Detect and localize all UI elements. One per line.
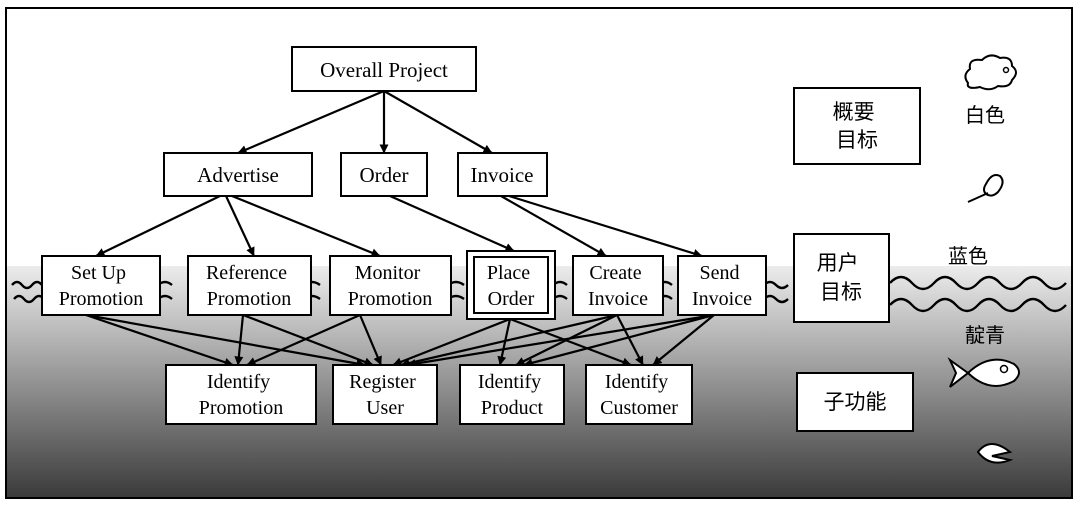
node-label: Identify Promotion bbox=[199, 371, 283, 419]
edge-reference-to-idpromo bbox=[234, 314, 245, 366]
node-order: Order bbox=[340, 152, 428, 197]
kite-icon bbox=[967, 174, 1004, 203]
edge-advertise-to-monitor bbox=[231, 194, 381, 258]
node-label: Order bbox=[360, 163, 409, 187]
edge-overall-to-advertise bbox=[237, 89, 385, 155]
node-box bbox=[677, 255, 767, 316]
legend-box bbox=[793, 87, 921, 165]
wave-line bbox=[889, 297, 1067, 313]
edge-advertise-to-setup bbox=[95, 195, 221, 257]
node-box bbox=[332, 364, 438, 425]
node-advertise: Advertise bbox=[163, 152, 313, 197]
node-box bbox=[457, 152, 548, 197]
edge-overall-to-invoice bbox=[383, 90, 493, 154]
node-box bbox=[329, 255, 452, 316]
node-box-inner bbox=[473, 256, 549, 314]
edge-invoice-to-send bbox=[508, 194, 703, 258]
level-label-white: 白色 bbox=[965, 103, 1005, 127]
edge-send-to-idcustomer bbox=[652, 314, 715, 366]
node-label: Advertise bbox=[197, 163, 279, 187]
diagram-frame bbox=[5, 7, 1073, 499]
edge-invoice-to-create bbox=[500, 195, 607, 257]
node-identify-product: Identify Product bbox=[459, 364, 565, 425]
node-overall-project: Overall Project bbox=[291, 46, 477, 92]
node-box bbox=[572, 255, 664, 316]
legend-box bbox=[796, 372, 914, 432]
legend-subfunction: 子功能 bbox=[796, 372, 914, 432]
wave-line bbox=[763, 280, 789, 304]
node-box bbox=[187, 255, 312, 316]
edge-setup-to-idpromo bbox=[85, 313, 234, 367]
node-reference-promotion: Reference Promotion bbox=[187, 255, 312, 316]
edge-monitor-to-idpromo bbox=[246, 313, 361, 367]
node-label: Send Invoice bbox=[692, 262, 752, 310]
node-box bbox=[165, 364, 317, 425]
wave-line bbox=[11, 280, 45, 304]
edge-create-to-register bbox=[400, 313, 618, 368]
edge-setup-to-register bbox=[85, 313, 366, 368]
edge-monitor-to-register bbox=[358, 314, 383, 366]
node-box bbox=[41, 255, 161, 316]
node-identify-promotion: Identify Promotion bbox=[165, 364, 317, 425]
clam-icon bbox=[976, 443, 1014, 464]
edge-send-to-register bbox=[406, 313, 715, 369]
node-create-invoice: Create Invoice bbox=[572, 255, 664, 316]
node-identify-customer: Identify Customer bbox=[585, 364, 693, 425]
legend-label: 子功能 bbox=[824, 390, 887, 414]
node-box bbox=[291, 46, 477, 92]
node-box bbox=[340, 152, 428, 197]
node-monitor-promotion: Monitor Promotion bbox=[329, 255, 452, 316]
node-box bbox=[585, 364, 693, 425]
node-box bbox=[459, 364, 565, 425]
node-label: Set Up Promotion bbox=[59, 262, 143, 310]
node-label: Monitor Promotion bbox=[348, 262, 432, 310]
wave-line bbox=[889, 275, 1067, 291]
node-register-user: Register User bbox=[332, 364, 438, 425]
edge-place-to-register bbox=[392, 317, 511, 367]
legend-label: 用户 目标 bbox=[817, 251, 866, 304]
node-invoice: Invoice bbox=[457, 152, 548, 197]
legend-summary-goal: 概要 目标 bbox=[793, 87, 921, 165]
legend-label: 概要 目标 bbox=[833, 100, 882, 152]
node-place-order: Place Order bbox=[466, 250, 556, 320]
level-label-blue: 蓝色 bbox=[948, 244, 988, 268]
node-label: Register User bbox=[349, 371, 421, 419]
edge-reference-to-register bbox=[242, 313, 374, 367]
node-send-invoice: Send Invoice bbox=[677, 255, 767, 316]
node-box bbox=[163, 152, 313, 197]
node-label: Create Invoice bbox=[588, 262, 648, 310]
level-label-indigo: 靛青 bbox=[965, 323, 1005, 347]
node-set-up-promotion: Set Up Promotion bbox=[41, 255, 161, 316]
dependency-arrows bbox=[85, 89, 715, 369]
cloud-icon bbox=[964, 54, 1017, 91]
edge-advertise-to-reference bbox=[225, 195, 255, 257]
node-label: Identify Product bbox=[478, 371, 546, 419]
legend-user-goal: 用户 目标 bbox=[793, 233, 890, 323]
node-label: Identify Customer bbox=[600, 371, 678, 419]
node-label: Reference Promotion bbox=[206, 262, 292, 310]
fish-icon bbox=[947, 356, 1020, 388]
edge-create-to-idcustomer bbox=[616, 314, 644, 366]
node-label: Place Order bbox=[487, 262, 535, 310]
legend-box bbox=[793, 233, 890, 323]
edge-send-to-idproduct bbox=[523, 313, 715, 368]
node-label: Invoice bbox=[471, 163, 534, 187]
node-label: Overall Project bbox=[320, 58, 448, 82]
edge-place-to-idcustomer bbox=[509, 317, 632, 367]
edge-order-to-place bbox=[389, 194, 515, 253]
